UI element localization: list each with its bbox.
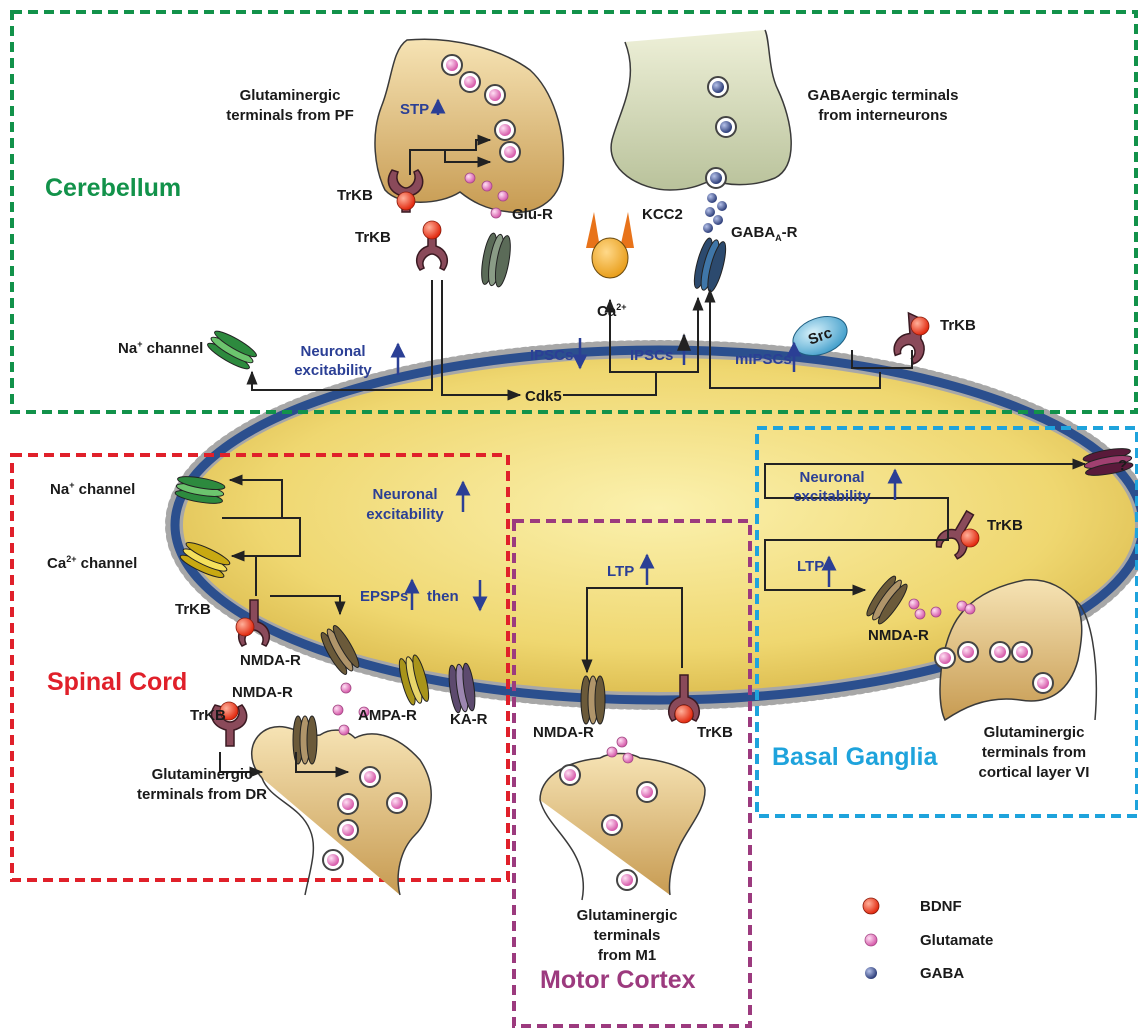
- kcc2-transporter: [586, 212, 634, 278]
- na-channel-spinal-label: Na+ channel: [50, 480, 135, 498]
- trkb-motor-label: TrKB: [697, 724, 733, 741]
- ampa-r-label: AMPA-R: [358, 707, 417, 724]
- legend-glutamate-label: Glutamate: [920, 932, 993, 949]
- pf-terminal: [375, 39, 563, 212]
- glu-r-receptor: [479, 232, 514, 288]
- cortical-terminal-label-1: Glutaminergic: [984, 724, 1085, 741]
- nmda-spinal-pre-label: NMDA-R: [232, 684, 293, 701]
- gabaa-r-receptor: [691, 237, 730, 294]
- legend-bdnf-label: BDNF: [920, 898, 962, 915]
- trkb-post-label: TrKB: [355, 229, 391, 246]
- motor-ltp-label: LTP: [607, 563, 634, 580]
- trkb-spinal-post-label: TrKB: [175, 601, 211, 618]
- cerebellum-excitability-1: Neuronal: [300, 343, 365, 360]
- question-mark-label: ?: [1118, 457, 1127, 474]
- glu-r-label: Glu-R: [512, 206, 553, 223]
- gaba-terminal-label-2: from interneurons: [818, 107, 947, 124]
- cerebellum-title: Cerebellum: [45, 174, 181, 202]
- epsps-label: EPSPs: [360, 588, 408, 605]
- ka-r-label: KA-R: [450, 711, 488, 728]
- stp-label: STP: [400, 101, 429, 118]
- then-label: then: [427, 588, 459, 605]
- gabaergic-terminal: [611, 30, 791, 190]
- spinal-excitability-1: Neuronal: [372, 486, 437, 503]
- legend-gaba-label: GABA: [920, 965, 964, 982]
- pf-terminal-label-1: Glutaminergic: [240, 87, 341, 104]
- na-channel-cerebellum-label: Na+ channel: [118, 339, 203, 357]
- gabaa-r-label: GABAA-R: [731, 224, 798, 243]
- basal-ganglia-title: Basal Ganglia: [772, 743, 938, 771]
- gaba-dot-icon: [865, 967, 877, 979]
- glutamate-dot-icon: [865, 934, 877, 946]
- ca-channel-spinal-label: Ca2+ channel: [47, 554, 137, 572]
- dr-terminal-label-1: Glutaminergic: [152, 766, 253, 783]
- dr-terminal-label-2: terminals from DR: [137, 786, 267, 803]
- ipscs-up-label: IPSCs: [630, 347, 673, 364]
- cortical-terminal-label-2: terminals from: [982, 744, 1086, 761]
- nmda-spinal-post-label: NMDA-R: [240, 652, 301, 669]
- m1-terminal-label-2: terminals: [594, 927, 661, 944]
- trkb-right-label: TrKB: [940, 317, 976, 334]
- cdk5-label: Cdk5: [525, 388, 562, 405]
- motor-cortex-title: Motor Cortex: [540, 966, 696, 994]
- mipscs-label: mIPSCs: [735, 351, 792, 368]
- ca-label: Ca2+: [597, 302, 626, 320]
- legend: BDNF Glutamate GABA: [863, 898, 993, 982]
- released-gaba: [703, 193, 727, 233]
- cortical-terminal-label-3: cortical layer VI: [979, 764, 1090, 781]
- basal-ltp-label: LTP: [797, 558, 824, 575]
- spinal-cord-title: Spinal Cord: [47, 668, 187, 696]
- nmda-basal-label: NMDA-R: [868, 627, 929, 644]
- pf-terminal-label-2: terminals from PF: [226, 107, 354, 124]
- basal-excitability-2: excitability: [793, 488, 871, 505]
- m1-terminal-label-1: Glutaminergic: [577, 907, 678, 924]
- cerebellum-excitability-2: excitability: [294, 362, 372, 379]
- trkb-spinal-pre-label: TrKB: [190, 707, 226, 724]
- trkb-basal-label: TrKB: [987, 517, 1023, 534]
- spinal-excitability-2: excitability: [366, 506, 444, 523]
- m1-terminal-label-3: from M1: [598, 947, 656, 964]
- na-channel-cerebellum: [205, 328, 259, 373]
- basal-excitability-1: Neuronal: [799, 469, 864, 486]
- ipscs-down-label: IPSCs: [530, 347, 573, 364]
- nmda-motor-label: NMDA-R: [533, 724, 594, 741]
- gaba-terminal-label-1: GABAergic terminals: [808, 87, 959, 104]
- trkb-pre-label: TrKB: [337, 187, 373, 204]
- nmda-r-motor: [581, 676, 605, 724]
- kcc2-label: KCC2: [642, 206, 683, 223]
- bdnf-dot-icon: [863, 898, 879, 914]
